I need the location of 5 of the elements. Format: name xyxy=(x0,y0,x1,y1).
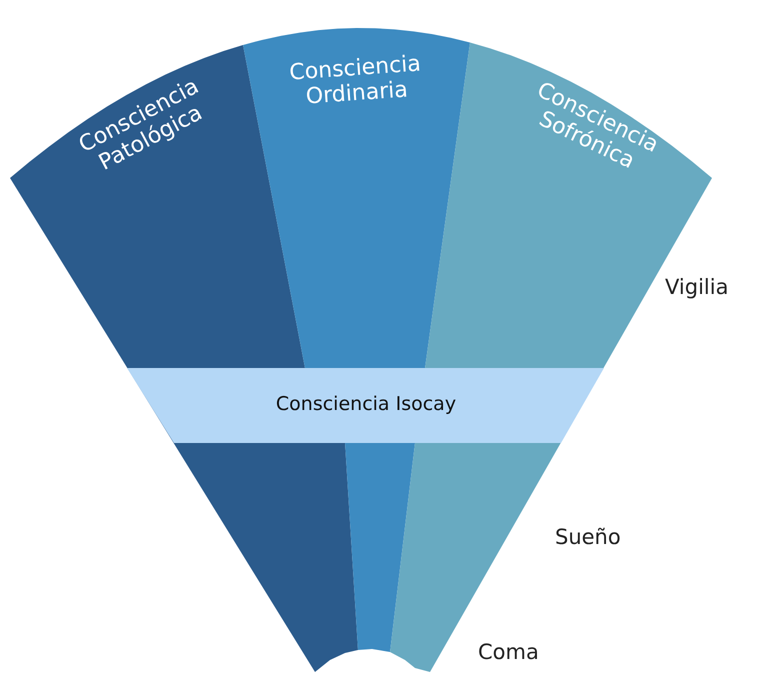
state-label: Sueño xyxy=(555,525,621,549)
sector-title: Consciencia Isocay xyxy=(274,394,458,416)
sector-title: Consciencia Ordinaria xyxy=(288,50,423,112)
state-label: Coma xyxy=(478,640,539,664)
state-label: Vigilia xyxy=(665,275,728,299)
